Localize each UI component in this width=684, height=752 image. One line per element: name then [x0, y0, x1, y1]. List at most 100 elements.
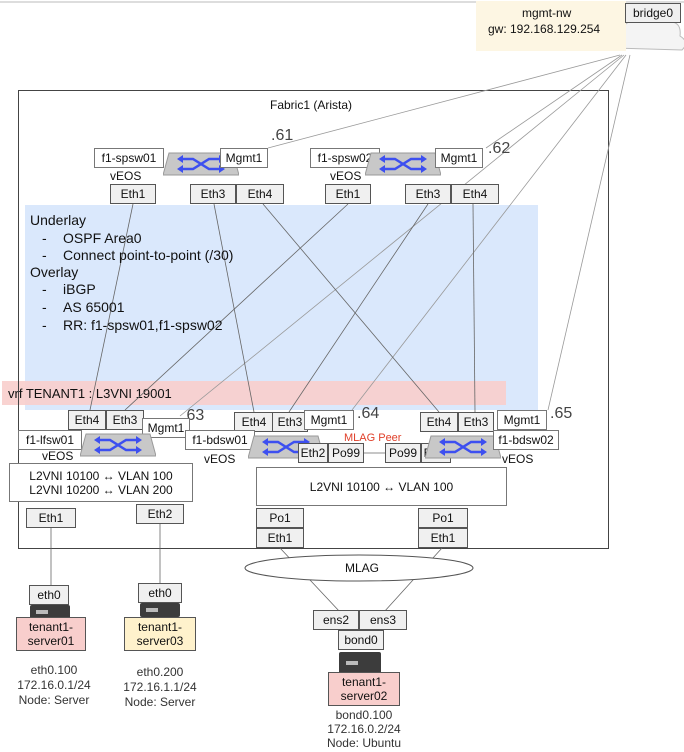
bd-vni-box: L2VNI 10100 ↔ VLAN 100 — [256, 467, 507, 506]
server02-nic-ens2: ens2 — [313, 610, 359, 630]
spine2-mgmt-port: Mgmt1 — [435, 148, 483, 168]
server03-info-line: eth0.200 — [136, 665, 184, 679]
vrf-band — [2, 381, 506, 405]
server03-name: tenant1- server03 — [124, 617, 196, 651]
server03-chassis-icon — [140, 603, 180, 617]
spine1-port-eth1: Eth1 — [110, 184, 156, 204]
leaf3-port-eth3: Eth3 — [458, 412, 494, 432]
underlay-bullet: - — [42, 230, 47, 246]
mgmt-bg — [476, 1, 626, 51]
leaf1-port-eth4: Eth4 — [68, 410, 106, 430]
spine1-port-eth4: Eth4 — [236, 184, 284, 204]
server01-nic-eth0: eth0 — [29, 585, 69, 605]
overlay-title: Overlay — [30, 264, 79, 280]
mgmt-name: mgmt-nw — [522, 6, 572, 20]
server02-info: bond0.100 172.16.0.2/24 Node: Ubuntu — [312, 708, 416, 750]
server03-info: eth0.200 172.16.1.1/24 Node: Server — [112, 665, 208, 710]
spine1-name: f1-spsw01 — [94, 148, 164, 168]
server01-info-line: 172.16.0.1/24 — [17, 678, 91, 692]
leaf2-port-eth4: Eth4 — [234, 412, 274, 432]
spine2-port-eth1: Eth1 — [325, 184, 371, 204]
leaf2-port-eth3: Eth3 — [272, 412, 308, 432]
leaf3-mgmt-port: Mgmt1 — [497, 410, 547, 430]
fabric-frame — [18, 90, 609, 549]
leaf1-os: vEOS — [42, 449, 74, 463]
leaf1-port-eth3: Eth3 — [106, 410, 144, 430]
spine2-switch-icon — [365, 152, 441, 176]
overlay-bullet: - — [42, 281, 47, 297]
leaf1-vni-line: L2VNI 10200 ↔ VLAN 200 — [29, 482, 173, 497]
overlay-item: AS 65001 — [63, 299, 125, 315]
leaf1-port-eth1: Eth1 — [26, 508, 76, 528]
leaf1-port-eth2: Eth2 — [136, 504, 184, 524]
leaf3-port-po99: Po99 — [385, 443, 421, 463]
leaf3-os: vEOS — [502, 452, 534, 466]
spine2-os: vEOS — [330, 169, 362, 183]
mlag-peer-label: MLAG Peer — [344, 432, 402, 444]
bdsw1-port-po1: Po1 — [256, 508, 304, 528]
server03-name-line: tenant1- — [137, 620, 183, 634]
vrf-label: vrf TENANT1 : L3VNI 19001 — [8, 386, 172, 401]
mlag-label: MLAG — [345, 561, 380, 575]
overlay-item: iBGP — [63, 281, 96, 297]
fabric-title: Fabric1 (Arista) — [270, 98, 353, 112]
server01-chassis-icon — [30, 605, 70, 619]
leaf1-vni-line: L2VNI 10100 ↔ VLAN 100 — [29, 468, 173, 483]
server02-info-line: 172.16.0.2/24 — [327, 722, 401, 736]
server01-name-line: server01 — [27, 634, 75, 648]
bdsw1-port-eth1: Eth1 — [256, 528, 304, 548]
leaf2-os: vEOS — [204, 452, 236, 466]
underlay-item: Connect point-to-point (/30) — [63, 247, 234, 263]
server02-name-line: tenant1- — [341, 675, 387, 689]
mgmt-gateway: gw: 192.168.129.254 — [488, 22, 601, 36]
server01-name-line: tenant1- — [28, 620, 74, 634]
fabric-links — [50, 203, 476, 613]
server02-name: tenant1- server02 — [328, 672, 400, 706]
leaf1-vni-box: L2VNI 10100 ↔ VLAN 100 L2VNI 10200 ↔ VLA… — [9, 463, 193, 502]
server01-info-line: eth0.100 — [30, 663, 78, 677]
server03-name-line: server03 — [136, 634, 184, 648]
server01-name: tenant1- server01 — [16, 617, 86, 651]
server02-bond0: bond0 — [338, 630, 384, 650]
server02-info-line: Node: Ubuntu — [326, 736, 402, 750]
spine2-port-eth3: Eth3 — [405, 184, 451, 204]
underlay-item: OSPF Area0 — [63, 230, 142, 246]
leaf2-mgmt-port: Mgmt1 — [304, 410, 354, 430]
underlay-bullet: - — [42, 247, 47, 263]
spine1-mgmt-port: Mgmt1 — [220, 148, 268, 168]
spine1-addr: .61 — [271, 127, 294, 144]
leaf2-port-po99: Po99 — [328, 443, 364, 463]
bdsw2-port-po1: Po1 — [418, 508, 468, 528]
overlay-bullet: - — [42, 299, 47, 315]
leaf3-name: f1-bdsw02 — [493, 430, 559, 450]
server01-info-line: Node: Server — [18, 693, 90, 707]
leaf3-addr: .65 — [550, 405, 573, 422]
server03-nic-eth0: eth0 — [138, 583, 182, 603]
leaf1-switch-icon — [80, 433, 156, 457]
info-panel — [25, 205, 538, 410]
server02-info-line: bond0.100 — [335, 708, 393, 722]
bridge-node: bridge0 — [625, 3, 681, 23]
leaf3-port-eth4: Eth4 — [420, 412, 458, 432]
server03-info-line: 172.16.1.1/24 — [123, 680, 197, 694]
server02-name-line: server02 — [340, 689, 388, 703]
server02-nic-ens3: ens3 — [359, 610, 407, 630]
bdsw2-port-eth1: Eth1 — [418, 528, 468, 548]
mgmt-links — [179, 54, 631, 417]
leaf3-switch-icon — [425, 435, 501, 459]
spine1-os: vEOS — [110, 169, 142, 183]
underlay-title: Underlay — [30, 212, 87, 228]
spine2-port-eth4: Eth4 — [451, 184, 499, 204]
leaf1-name: f1-lfsw01 — [18, 430, 82, 450]
spine2-addr: .62 — [488, 140, 511, 157]
overlay-bullet: - — [42, 317, 47, 333]
server01-info: eth0.100 172.16.0.1/24 Node: Server — [8, 663, 100, 708]
mlag-ellipse — [244, 554, 474, 582]
spine1-port-eth3: Eth3 — [190, 184, 236, 204]
leaf2-port-eth2: Eth2 — [298, 443, 328, 463]
leaf2-name: f1-bdsw01 — [185, 430, 255, 450]
overlay-item: RR: f1-spsw01,f1-spsw02 — [63, 317, 223, 333]
leaf2-addr: .64 — [357, 405, 380, 422]
server03-info-line: Node: Server — [124, 695, 196, 709]
